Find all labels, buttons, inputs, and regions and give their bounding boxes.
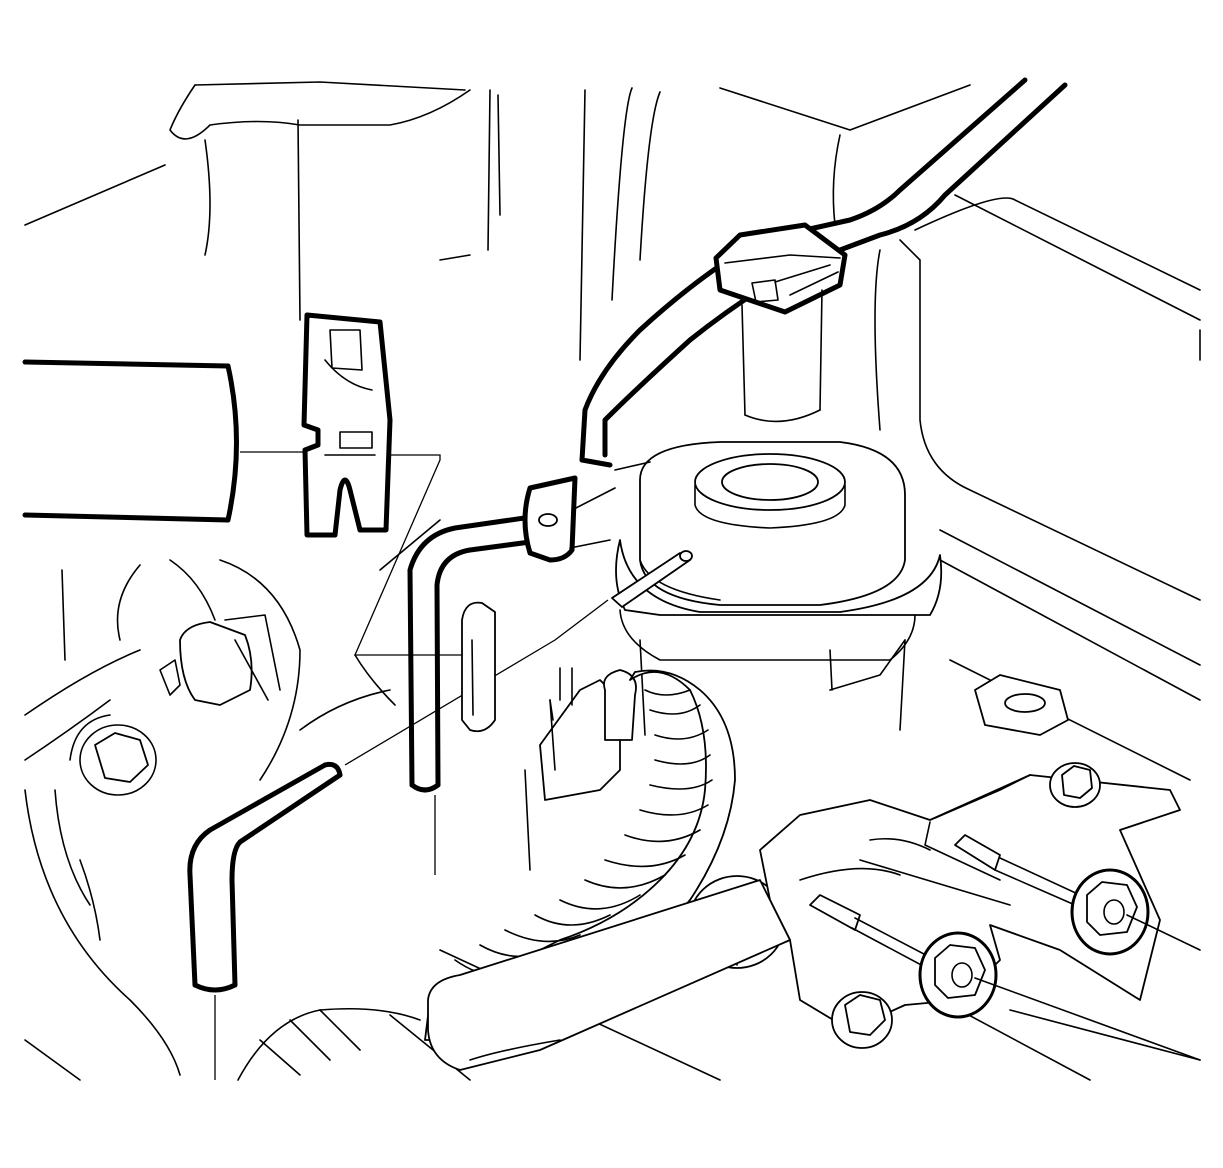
wiring-harness [579,77,1068,468]
hose-grommet [461,601,496,733]
engine-background-outlines [24,81,1201,1081]
vacuum-hose-closeup [22,359,239,523]
flange-nut-left [918,931,1201,1061]
leader-line-clip [354,454,465,656]
mounting-bolt [831,762,1101,1049]
flange-nut-right [1070,868,1201,956]
egr-valve [615,289,943,736]
hose-clip-closeup [301,312,393,538]
elbow-hose-upper [407,461,651,793]
leader-line-port [344,599,609,766]
bracket-hardware [974,674,1069,736]
exhaust-pipe-flange [237,774,1181,1081]
wiring-harness-clip [713,222,848,315]
elbow-hose-lower [187,762,343,993]
egr-vacuum-port [611,550,693,608]
engine-left-fitting [69,614,281,796]
stud-right [954,834,1081,906]
